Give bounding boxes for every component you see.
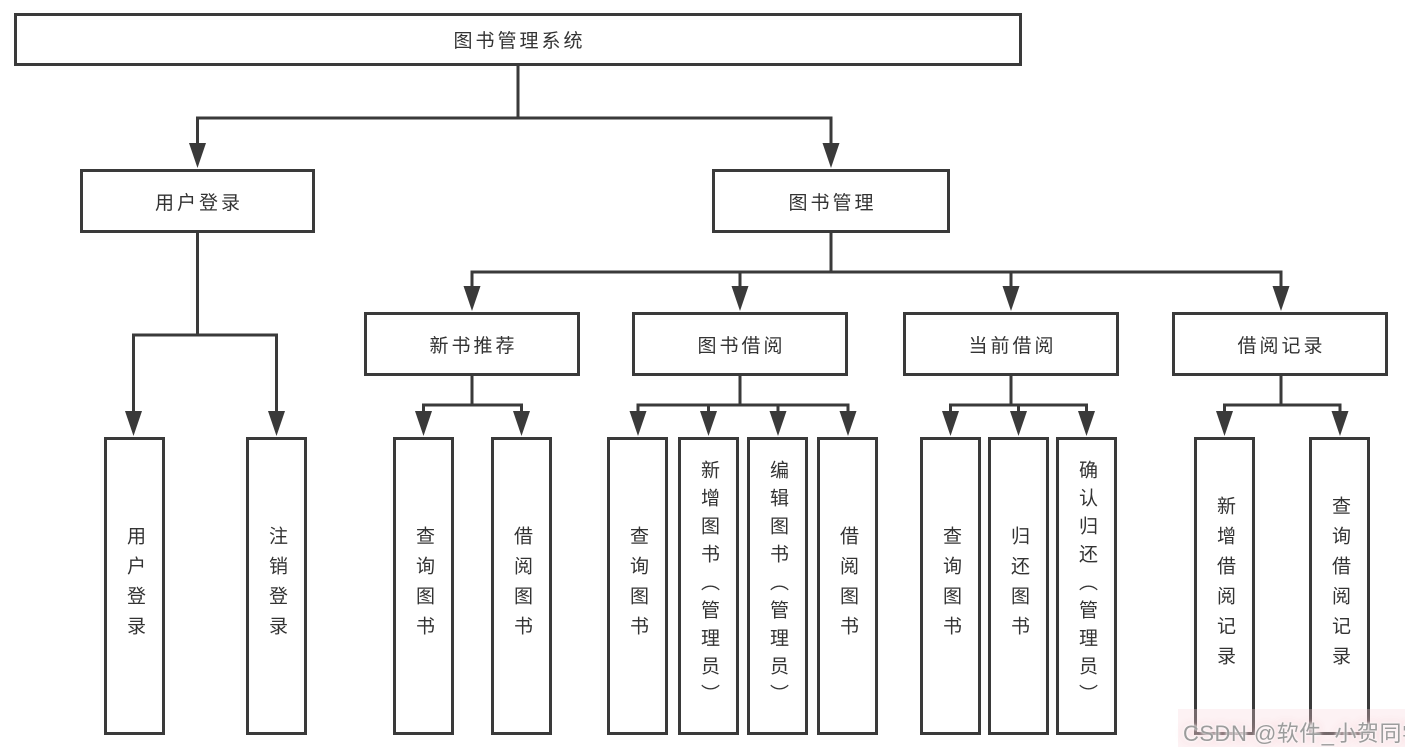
leaf-query-books-recommend: 查询图书 — [393, 437, 454, 735]
leaf-label: 新增借阅记录 — [1214, 496, 1235, 676]
leaf-confirm-return-admin: 确认归还（管理员） — [1056, 437, 1117, 735]
leaf-label: 借阅图书 — [837, 526, 858, 646]
leaf-label: 查询借阅记录 — [1329, 496, 1350, 676]
node-book-management-branch: 图书管理 — [712, 169, 950, 233]
leaf-label: 查询图书 — [627, 526, 648, 646]
leaf-query-books-current: 查询图书 — [920, 437, 981, 735]
leaf-add-book-admin: 新增图书（管理员） — [678, 437, 739, 735]
node-label: 新书推荐 — [429, 335, 518, 357]
node-label: 图书借阅 — [697, 335, 786, 357]
leaf-label: 注销登录 — [266, 526, 287, 646]
node-book-borrow: 图书借阅 — [632, 312, 848, 376]
leaf-return-books: 归还图书 — [988, 437, 1049, 735]
node-label: 当前借阅 — [968, 335, 1057, 357]
leaf-user-login: 用户登录 — [104, 437, 165, 735]
node-system-root: 图书管理系统 — [14, 13, 1022, 66]
leaf-label: 新增图书（管理员） — [698, 460, 719, 712]
leaf-label: 确认归还（管理员） — [1076, 460, 1097, 712]
leaf-logout: 注销登录 — [246, 437, 307, 735]
node-label: 图书管理系统 — [453, 31, 586, 52]
leaf-label: 查询图书 — [413, 526, 434, 646]
leaf-label: 用户登录 — [124, 526, 145, 646]
leaf-borrow-books-recommend: 借阅图书 — [491, 437, 552, 735]
node-user-login-branch: 用户登录 — [80, 169, 315, 233]
node-borrow-records: 借阅记录 — [1172, 312, 1388, 376]
leaf-label: 借阅图书 — [511, 526, 532, 646]
leaf-add-borrow-record: 新增借阅记录 — [1194, 437, 1255, 735]
watermark-text: CSDN @软件_小贺同学 — [1183, 721, 1405, 746]
node-label: 图书管理 — [788, 192, 877, 214]
node-label: 借阅记录 — [1237, 335, 1326, 357]
leaf-label: 查询图书 — [940, 526, 961, 646]
leaf-borrow-books-borrow: 借阅图书 — [817, 437, 878, 735]
node-new-book-recommend: 新书推荐 — [364, 312, 580, 376]
leaf-label: 编辑图书（管理员） — [767, 460, 788, 712]
leaf-edit-book-admin: 编辑图书（管理员） — [747, 437, 808, 735]
node-current-borrow: 当前借阅 — [903, 312, 1119, 376]
leaf-label: 归还图书 — [1008, 526, 1029, 646]
leaf-query-books-borrow: 查询图书 — [607, 437, 668, 735]
node-label: 用户登录 — [154, 192, 243, 214]
leaf-query-borrow-record: 查询借阅记录 — [1309, 437, 1370, 735]
